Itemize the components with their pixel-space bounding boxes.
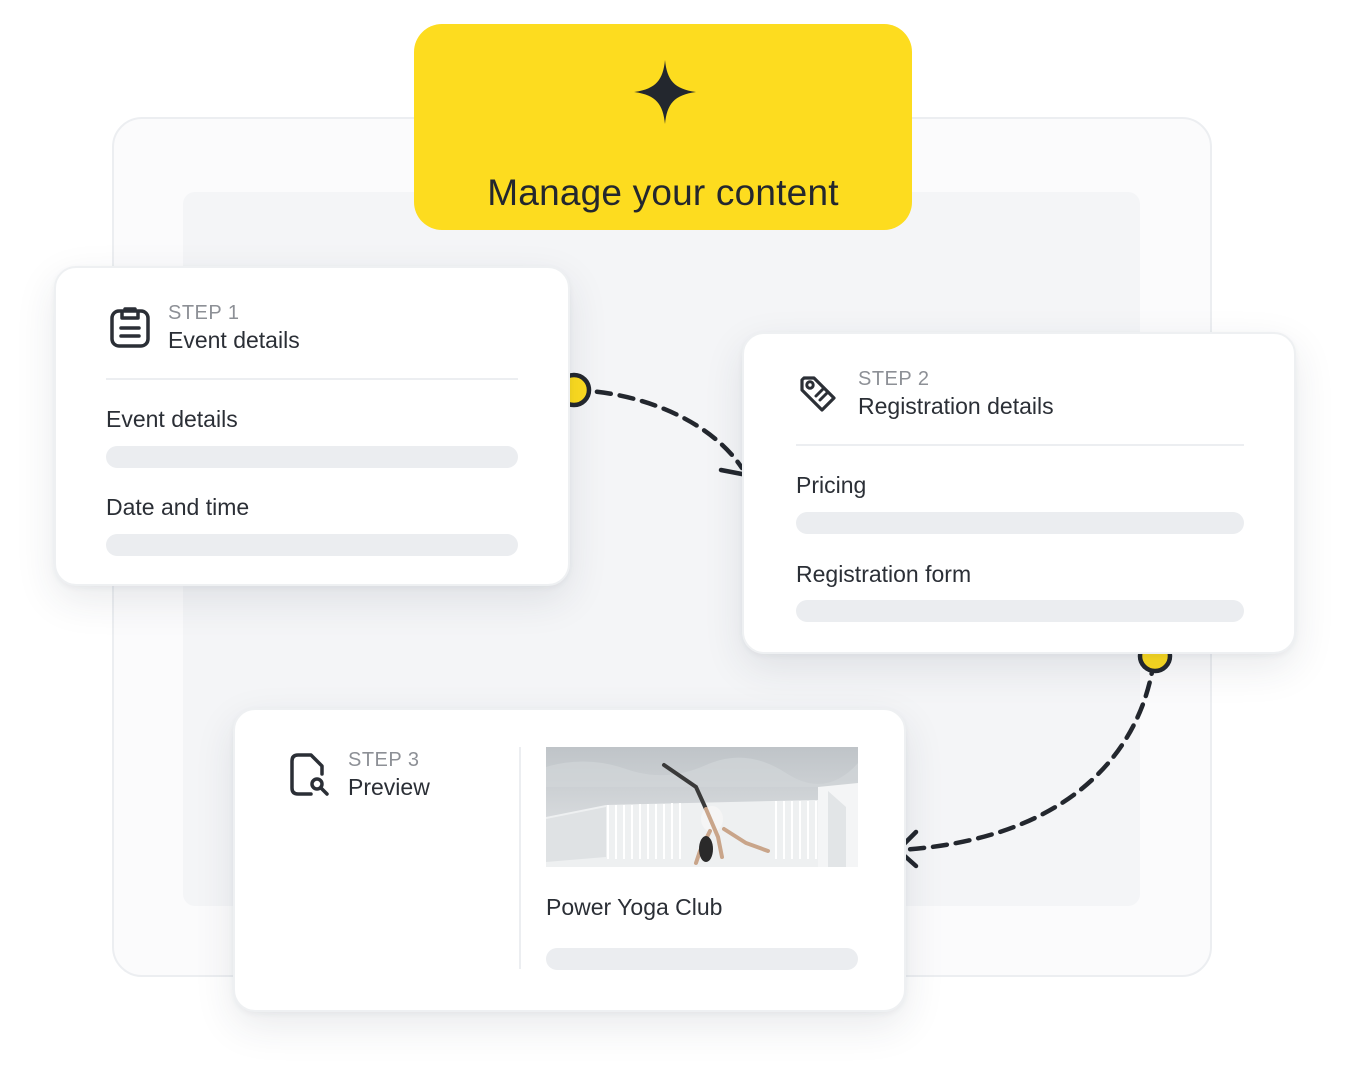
field-date-time-input[interactable]: [106, 534, 518, 556]
connector-step1-to-step2: [571, 387, 745, 471]
preview-placeholder-bar: [546, 948, 858, 970]
step3-label: STEP 3: [348, 749, 420, 771]
file-search-icon: [290, 753, 329, 796]
field-pricing-input[interactable]: [796, 512, 1244, 534]
clipboard-icon: [110, 307, 150, 348]
step1-title: Event details: [168, 327, 300, 353]
sparkle-icon: [634, 60, 696, 124]
step1-label: STEP 1: [168, 302, 240, 324]
connector-step2-to-step3: [897, 657, 1157, 853]
preview-title: Power Yoga Club: [546, 894, 723, 920]
field-event-details-label: Event details: [106, 406, 238, 432]
field-date-time-label: Date and time: [106, 494, 250, 520]
field-registration-form-label: Registration form: [796, 561, 972, 587]
preview-photo: [546, 747, 858, 867]
tag-icon: [800, 376, 836, 412]
step2-label: STEP 2: [858, 368, 930, 390]
field-registration-form-input[interactable]: [796, 600, 1244, 622]
field-event-details-input[interactable]: [106, 446, 518, 468]
step3-divider: [519, 747, 521, 969]
step1-card: [54, 266, 570, 586]
step2-divider: [796, 444, 1244, 446]
step1-divider: [106, 378, 518, 380]
header-title: Manage your content: [487, 172, 839, 213]
field-pricing-label: Pricing: [796, 472, 867, 498]
step2-title: Registration details: [858, 393, 1054, 419]
header-card: Manage your content: [414, 24, 912, 230]
step3-title: Preview: [348, 774, 430, 800]
